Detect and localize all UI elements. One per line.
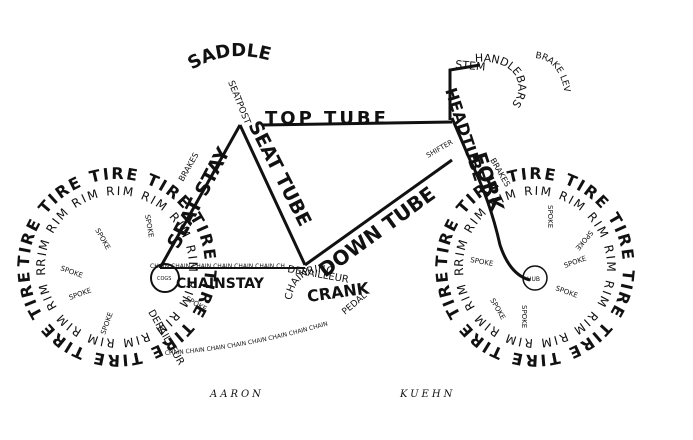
shifter-label: SHIFTER bbox=[425, 138, 454, 160]
seat-stay-line bbox=[158, 124, 242, 269]
cogs-outline bbox=[150, 263, 180, 293]
spoke-label: SPOKE bbox=[143, 214, 155, 238]
chainstay-label: CHAINSTAY bbox=[176, 276, 265, 292]
cockpit: SADDLE STEM HANDLEBARS BRAKE LEVER bbox=[0, 0, 572, 110]
signature-first-name: AARON bbox=[209, 389, 264, 400]
stem-line bbox=[448, 63, 481, 120]
signature: AARON KUEHN bbox=[209, 389, 455, 400]
frame bbox=[158, 63, 531, 282]
spoke-label: SPOKE bbox=[546, 205, 554, 228]
stem-label: STEM bbox=[455, 58, 486, 74]
hub-label: HUB bbox=[527, 276, 540, 283]
spoke-label: SPOKE bbox=[470, 256, 494, 268]
seat-tube-line bbox=[238, 124, 307, 266]
spoke-label: SPOKE bbox=[574, 229, 595, 252]
spoke-label: SPOKE bbox=[68, 286, 93, 301]
spoke-label: SPOKE bbox=[554, 284, 579, 299]
handlebars-label: HANDLEBARS bbox=[475, 52, 529, 111]
saddle-label: SADDLE bbox=[184, 40, 273, 74]
top-tube-line bbox=[261, 120, 453, 127]
top-tube-label: TOP TUBE bbox=[265, 108, 389, 129]
spoke-label: SPOKE bbox=[99, 311, 114, 336]
down-tube-line bbox=[304, 158, 453, 267]
spoke-label: SPOKE bbox=[563, 254, 588, 269]
signature-last-name: KUEHN bbox=[399, 389, 455, 400]
cogs-label: COGS bbox=[157, 276, 171, 282]
spoke-label: SPOKE bbox=[520, 305, 528, 328]
spoke-label: SPOKE bbox=[59, 264, 84, 279]
seatpost-label: SEATPOST bbox=[225, 79, 252, 126]
fork-line bbox=[450, 117, 531, 282]
spoke-label: SPOKE bbox=[93, 227, 112, 251]
spoke-label: SPOKE bbox=[488, 297, 507, 321]
brake-lever-label: BRAKE LEVER bbox=[0, 0, 572, 94]
